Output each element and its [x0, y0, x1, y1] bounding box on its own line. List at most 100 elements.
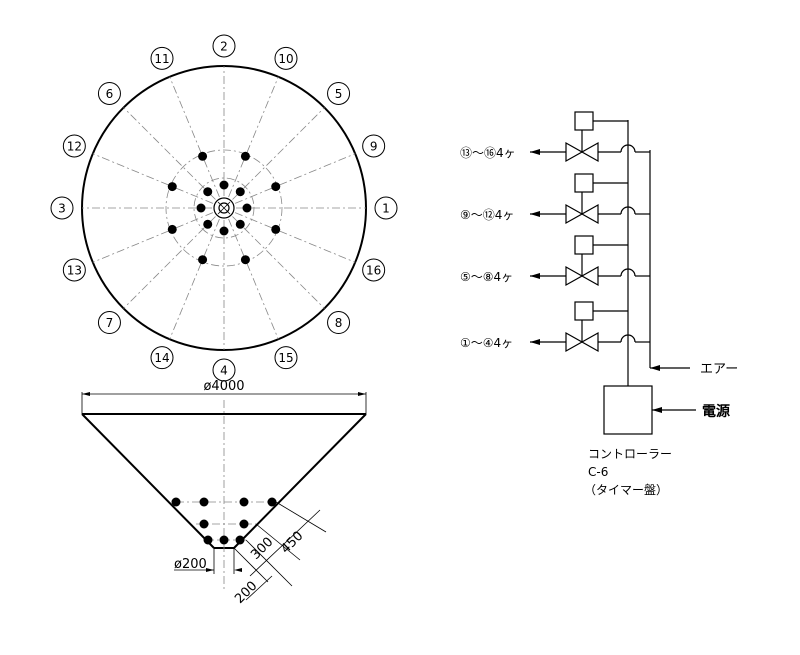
- position-marker-circle: [362, 134, 386, 158]
- nozzle-dot: [219, 180, 229, 190]
- center-cross-line: [217, 201, 231, 215]
- position-spoke-line: [228, 218, 279, 340]
- position-spoke-line: [123, 216, 216, 309]
- elevation-nozzle-dots: [171, 497, 277, 545]
- position-number: 6: [106, 87, 114, 101]
- position-spokes: [82, 66, 366, 350]
- valve-branch: ⑨〜⑫4ヶ: [460, 173, 650, 225]
- position-number: 9: [370, 140, 378, 154]
- position-marker-circle: [327, 81, 351, 105]
- elevation-nozzle-dot: [267, 497, 277, 507]
- valve-branches: ⑬〜⑯4ヶ ⑨〜⑫4ヶ ⑤〜⑧4ヶ ①〜④4ヶ: [460, 111, 650, 353]
- position-spoke-line: [169, 76, 220, 198]
- valve-right-half: [580, 331, 599, 353]
- position-spoke-line: [169, 218, 220, 340]
- dimension-300-label: 300: [248, 535, 276, 563]
- power-supply-arrow: [652, 407, 662, 413]
- dimension-450-label: 450: [278, 529, 306, 557]
- position-marker-circle: [374, 196, 398, 220]
- position-number: 2: [220, 40, 228, 54]
- position-marker: 10: [274, 46, 298, 70]
- power-label: 電源: [702, 403, 730, 420]
- dimension-arrow: [358, 392, 366, 396]
- pipe-crossover: [620, 144, 636, 153]
- position-marker-circle: [62, 134, 86, 158]
- position-number: 7: [106, 316, 114, 330]
- solenoid-actuator: [574, 173, 594, 193]
- position-marker-circle: [212, 358, 236, 382]
- position-marker-circle: [150, 46, 174, 70]
- position-spoke-line: [232, 107, 325, 200]
- position-marker: 16: [362, 258, 386, 282]
- nozzle-dot: [203, 219, 213, 229]
- position-spoke-line: [234, 212, 356, 263]
- dimension-extension-line: [275, 501, 327, 533]
- position-number: 14: [154, 351, 169, 365]
- top-diameter-label: ø4000: [203, 379, 244, 394]
- air-label: エアー: [700, 362, 738, 377]
- nozzle-dot: [235, 219, 245, 229]
- valve-branch: ⑤〜⑧4ヶ: [460, 235, 650, 287]
- controller-model-label: C-6: [588, 465, 608, 479]
- nozzle-dots: [167, 151, 281, 265]
- nozzle-dot: [240, 255, 250, 265]
- cone-right-wall: [233, 413, 367, 549]
- valve-branch: ⑬〜⑯4ヶ: [460, 111, 650, 163]
- elevation-nozzle-dot: [219, 535, 229, 545]
- slant-dimension-line: [249, 509, 321, 577]
- position-marker-circle: [274, 46, 298, 70]
- position-number: 15: [278, 351, 293, 365]
- elevation-nozzle-dot: [203, 535, 213, 545]
- position-marker: 3: [50, 196, 74, 220]
- valve-right-half: [580, 203, 599, 225]
- branch-label: ①〜④4ヶ: [460, 336, 513, 350]
- position-number: 13: [67, 263, 82, 277]
- position-marker-circle: [327, 311, 351, 335]
- elevation-nozzle-dot: [171, 497, 181, 507]
- valve-left-half: [565, 141, 584, 163]
- dimension-arrow: [206, 568, 214, 572]
- inner-nozzle-pitch-circle: [193, 177, 255, 239]
- elevation-nozzle-dot: [235, 535, 245, 545]
- elevation-nozzle-dot: [239, 519, 249, 529]
- position-spoke-line: [228, 76, 279, 198]
- position-marker: 4: [212, 358, 236, 382]
- nozzle-dot: [271, 182, 281, 192]
- position-number: 8: [335, 316, 343, 330]
- position-marker: 15: [274, 346, 298, 370]
- valve-left-half: [565, 265, 584, 287]
- controller-box: [603, 385, 653, 435]
- position-number: 16: [366, 263, 381, 277]
- nozzle-dot: [196, 203, 206, 213]
- elevation-nozzle-dot: [239, 497, 249, 507]
- position-number: 5: [335, 87, 343, 101]
- solenoid-actuator: [574, 111, 594, 131]
- flow-arrow: [530, 339, 540, 345]
- position-marker: 12: [62, 134, 86, 158]
- flow-arrow: [530, 211, 540, 217]
- position-marker-circle: [62, 258, 86, 282]
- elevation-nozzle-dot: [199, 519, 209, 529]
- elevation-view: ø4000 ø200 300 450 200: [81, 379, 367, 607]
- center-outlet-inner-circle: [218, 202, 230, 214]
- position-marker-circle: [212, 34, 236, 58]
- pipe-crossover: [620, 268, 636, 277]
- position-spoke-line: [123, 107, 216, 200]
- position-marker-circle: [150, 346, 174, 370]
- outer-nozzle-pitch-circle: [165, 149, 283, 267]
- pipe-crossover: [620, 334, 636, 343]
- position-number: 1: [382, 202, 390, 216]
- nozzle-dot: [203, 187, 213, 197]
- solenoid-actuator: [574, 301, 594, 321]
- position-marker-circle: [97, 311, 121, 335]
- pipe-crossover: [620, 206, 636, 215]
- nozzle-dot: [167, 182, 177, 192]
- position-spoke-line: [232, 216, 325, 309]
- position-marker-circle: [362, 258, 386, 282]
- dimension-200-label: 200: [232, 579, 260, 607]
- solenoid-actuator: [574, 235, 594, 255]
- position-marker: 13: [62, 258, 86, 282]
